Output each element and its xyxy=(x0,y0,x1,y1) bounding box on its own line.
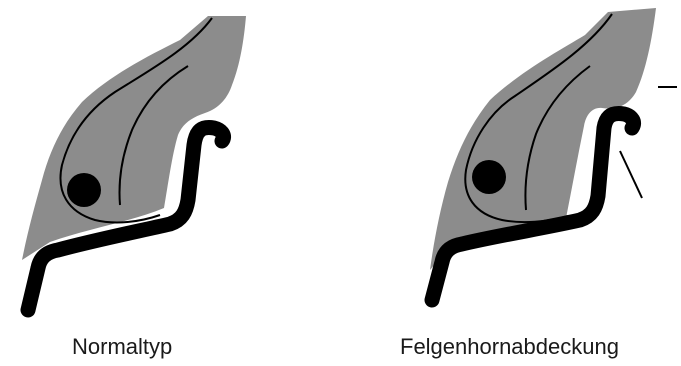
leader-line-diagonal xyxy=(620,151,642,198)
rim-protector-figure xyxy=(430,8,677,300)
bead-core xyxy=(67,173,101,207)
caption-normal-type: Normaltyp xyxy=(72,334,172,360)
normal-type-figure xyxy=(22,16,246,310)
tire-sidewall xyxy=(22,16,246,260)
bead-core-right xyxy=(472,160,506,194)
caption-rim-protector: Felgenhornabdeckung xyxy=(400,334,619,360)
